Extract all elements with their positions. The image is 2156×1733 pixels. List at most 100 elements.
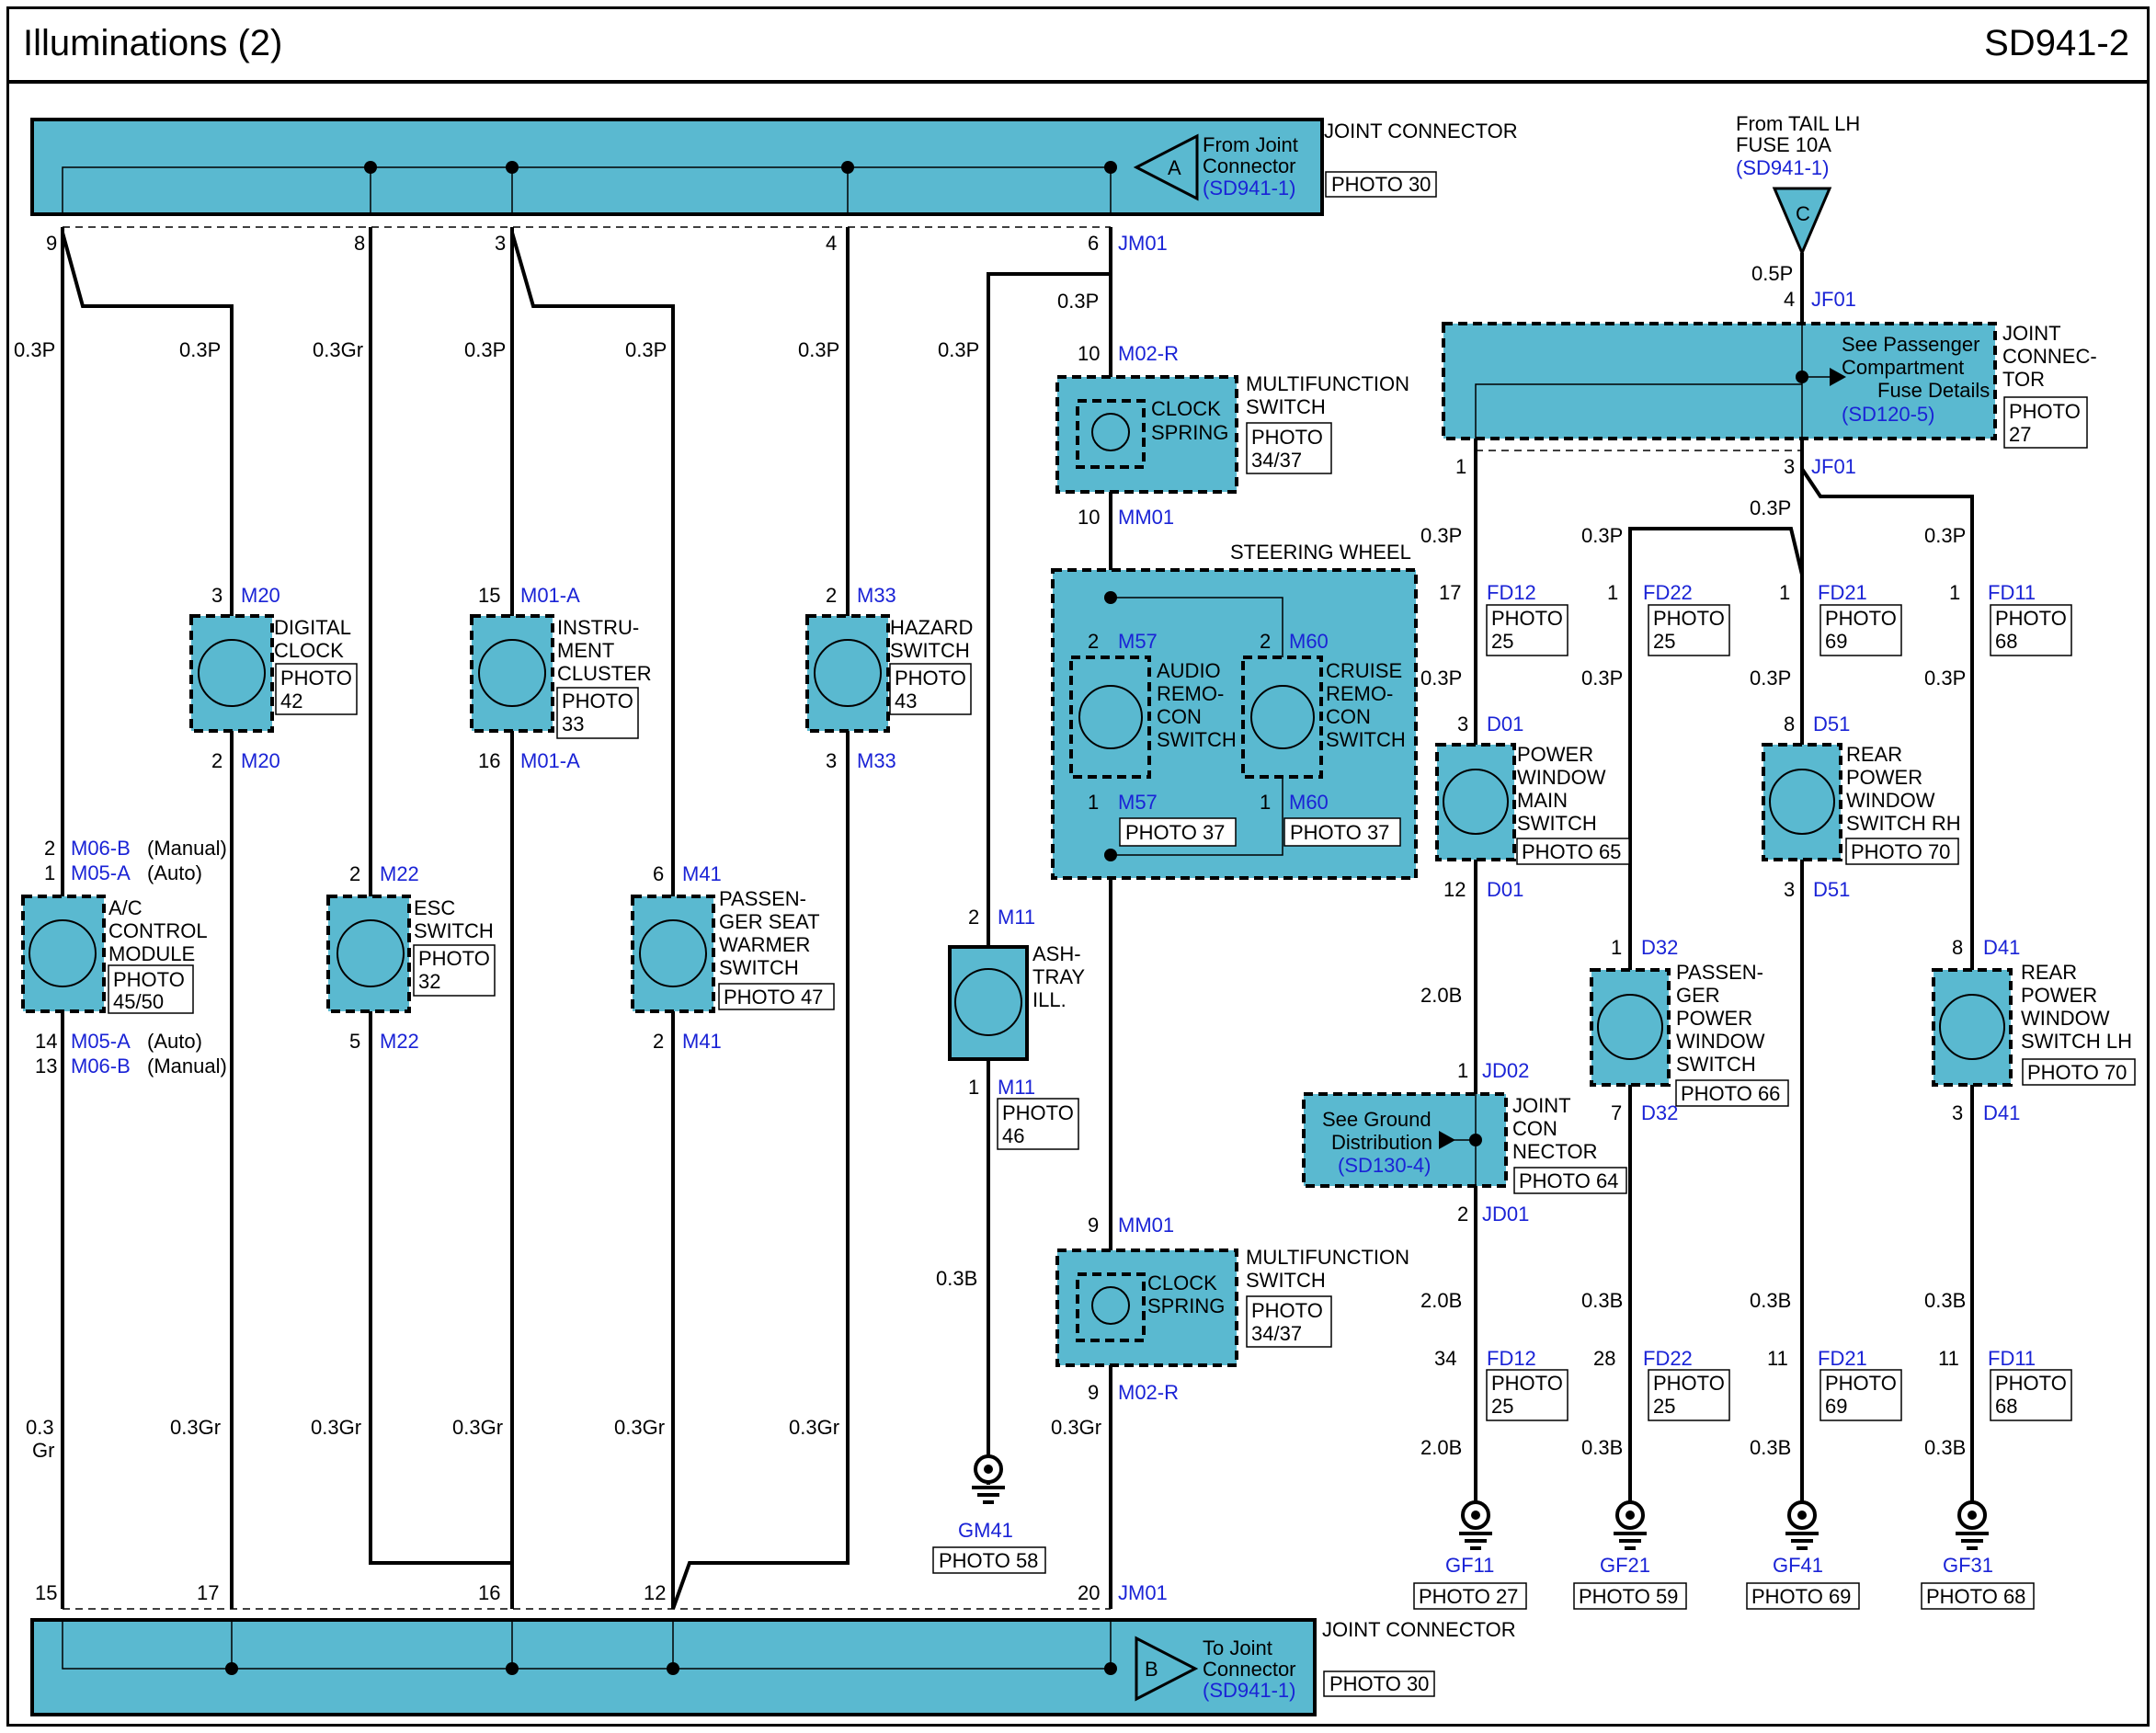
svg-text:0.3P: 0.3P (1924, 524, 1966, 547)
component-label: CLOCK (274, 639, 344, 662)
pin-number: 1 (44, 861, 55, 884)
svg-text:0.3Gr: 0.3Gr (313, 338, 363, 361)
pin-number: 15 (35, 1581, 57, 1604)
inline-connector-fd11-bottom: 11 FD11 PHOTO 68 (1938, 1347, 2072, 1421)
svg-text:PHOTO: PHOTO (1995, 607, 2067, 630)
esc-switch[interactable]: ESC SWITCH PHOTO 32 2 M22 5 M22 (326, 862, 496, 1053)
component-label: ESC (414, 896, 455, 919)
ac-control-module[interactable]: A/C CONTROL MODULE PHOTO 45/50 2 M06-B (… (21, 837, 227, 1077)
pin-number: 12 (644, 1581, 666, 1604)
multifunction-switch-bottom[interactable]: CLOCK SPRING MULTIFUNCTION SWITCH PHOTO … (1055, 1214, 1409, 1404)
passenger-seat-warmer-switch[interactable]: PASSEN- GER SEAT WARMER SWITCH PHOTO 47 … (631, 862, 835, 1053)
component-label: A/C (108, 896, 143, 919)
connector-id: M06-B (71, 837, 131, 860)
diagram-frame (6, 6, 2150, 1727)
component-label: INSTRU- (557, 616, 639, 639)
pin-number: 17 (197, 1581, 219, 1604)
component-label: MODULE (108, 942, 195, 965)
component-label: SPRING (1147, 1294, 1225, 1317)
component-label: CLUSTER (557, 662, 652, 685)
rear-power-window-switch-rh[interactable]: REAR POWER WINDOW SWITCH RH PHOTO 70 8 D… (1762, 713, 1961, 901)
connector-id: M01-A (520, 584, 580, 607)
connector-id: JM01 (1118, 232, 1168, 255)
svg-text:0.3: 0.3 (26, 1416, 54, 1439)
see-link[interactable]: (SD120-5) (1842, 403, 1934, 426)
photo-ref: PHOTO 37 (1125, 821, 1225, 844)
pin-number: 9 (46, 232, 57, 255)
pin-number: 6 (653, 862, 664, 885)
svg-text:0.3P: 0.3P (798, 338, 839, 361)
component-label: SWITCH (1326, 728, 1406, 751)
ref-arrow-b (1135, 1636, 1199, 1702)
svg-text:11: 11 (1767, 1347, 1788, 1370)
svg-text:PHOTO: PHOTO (1825, 1372, 1897, 1395)
power-window-main-switch[interactable]: POWER WINDOW MAIN SWITCH PHOTO 65 3 D01 … (1435, 713, 1630, 901)
svg-text:FD22: FD22 (1643, 581, 1693, 604)
svg-text:FD21: FD21 (1818, 581, 1867, 604)
variant-note: (Auto) (147, 861, 202, 884)
see-link[interactable]: (SD130-4) (1338, 1154, 1431, 1177)
photo-ref: PHOTO (113, 968, 185, 991)
ref-letter-b: B (1145, 1658, 1158, 1681)
svg-text:0.3P: 0.3P (1750, 667, 1791, 690)
photo-ref: 45/50 (113, 990, 164, 1013)
pin-number: 1 (1611, 936, 1622, 959)
fuse-source: From TAIL LH FUSE 10A (SD941-1) C 0.5P 4… (1736, 112, 1860, 324)
svg-text:FD11: FD11 (1988, 1347, 2036, 1370)
pin-number: 3 (495, 232, 506, 255)
svg-text:0.3Gr: 0.3Gr (170, 1416, 221, 1439)
svg-text:0.3B: 0.3B (1924, 1289, 1966, 1312)
pin-number: 12 (1443, 878, 1466, 901)
rear-power-window-switch-lh[interactable]: REAR POWER WINDOW SWITCH LH PHOTO 70 8 D… (1932, 936, 2136, 1124)
joint-connector-label: JOINT (1512, 1094, 1571, 1117)
svg-text:GF31: GF31 (1943, 1554, 1993, 1577)
pin-number: 13 (35, 1055, 57, 1077)
digital-clock[interactable]: DIGITAL CLOCK PHOTO 42 3 M20 2 M20 (189, 584, 358, 772)
ashtray-illumination[interactable]: ASH- TRAY ILL. PHOTO 46 2 M11 1 M11 (948, 274, 1085, 1150)
see-note: See Ground (1322, 1108, 1432, 1131)
svg-text:0.3P: 0.3P (464, 338, 506, 361)
svg-text:GF41: GF41 (1773, 1554, 1823, 1577)
inline-connector-fd21-top: 1 FD21 PHOTO 69 (1779, 581, 1902, 656)
component-label: CON (1157, 705, 1202, 728)
component-label: ILL. (1032, 988, 1067, 1011)
jf01-joint-connector[interactable]: See Passenger Compartment Fuse Details (… (1442, 322, 2097, 478)
pin-number: 3 (211, 584, 222, 607)
connector-id: M22 (380, 862, 419, 885)
svg-text:0.3P: 0.3P (938, 338, 979, 361)
component-label: SWITCH (890, 639, 970, 662)
joint-connector-label: NECTOR (1512, 1140, 1598, 1163)
svg-text:PHOTO 59: PHOTO 59 (1579, 1585, 1678, 1608)
svg-text:0.3P: 0.3P (1924, 667, 1966, 690)
pin-number: 1 (1457, 1059, 1468, 1082)
photo-ref: PHOTO 30 (1331, 173, 1431, 196)
instrument-cluster[interactable]: INSTRU- MENT CLUSTER PHOTO 33 15 M01-A 1… (470, 584, 652, 772)
photo-ref: PHOTO 64 (1519, 1169, 1618, 1192)
passenger-power-window-switch[interactable]: PASSEN- GER POWER WINDOW SWITCH PHOTO 66… (1590, 936, 1789, 1124)
pin-number: 9 (1088, 1214, 1099, 1237)
connector-id: M01-A (520, 749, 580, 772)
hazard-switch[interactable]: HAZARD SWITCH PHOTO 43 2 M33 3 M33 (805, 584, 973, 772)
steering-wheel[interactable]: STEERING WHEEL AUDIO REMO- CON SWITCH CR… (1051, 541, 1418, 880)
photo-ref: PHOTO (1002, 1101, 1074, 1124)
fuse-link[interactable]: (SD941-1) (1736, 156, 1829, 179)
ref-link[interactable]: (SD941-1) (1203, 177, 1295, 200)
pin-number: 9 (1088, 1381, 1099, 1404)
connector-id: M02-R (1118, 1381, 1179, 1404)
svg-text:25: 25 (1653, 1395, 1675, 1418)
ref-link[interactable]: (SD941-1) (1203, 1679, 1295, 1702)
component-label: WARMER (719, 933, 810, 956)
jd-joint-connector[interactable]: See Ground Distribution (SD130-4) JOINT … (1302, 1059, 1627, 1226)
photo-ref: 33 (562, 713, 584, 735)
component-label: DIGITAL (274, 616, 351, 639)
connector-id: M33 (857, 584, 896, 607)
component-label: SWITCH LH (2021, 1030, 2132, 1053)
connector-id: M22 (380, 1030, 419, 1053)
pin-number: 16 (478, 749, 500, 772)
page-title: Illuminations (2) (23, 23, 283, 63)
component-label: SWITCH RH (1846, 812, 1961, 835)
multifunction-switch-top[interactable]: CLOCK SPRING MULTIFUNCTION SWITCH PHOTO … (1055, 342, 1409, 529)
photo-ref: PHOTO 70 (2027, 1061, 2127, 1084)
svg-text:0.5P: 0.5P (1751, 262, 1793, 285)
photo-ref: 43 (895, 690, 917, 713)
